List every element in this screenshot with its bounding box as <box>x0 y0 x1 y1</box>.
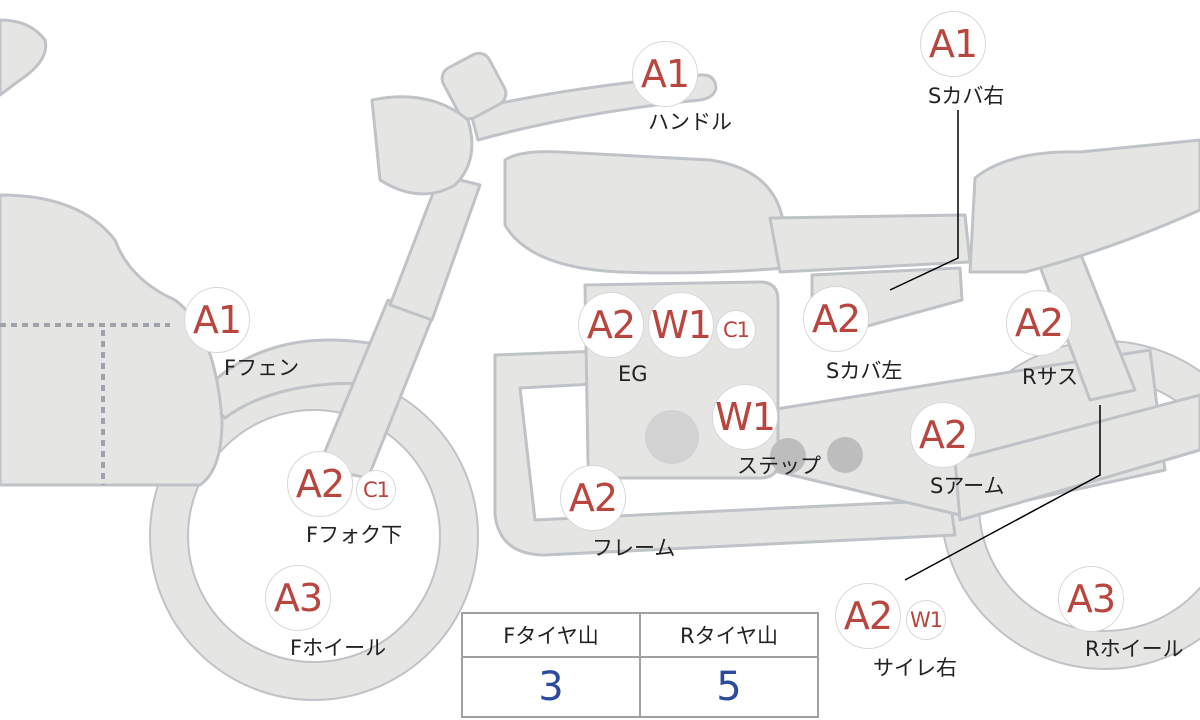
muffler-right-label: サイレ右 <box>873 656 957 680</box>
fuel-tank-shape <box>503 150 786 275</box>
rear-wheel-grade-badge: A3 <box>1058 566 1124 632</box>
front-fork-lower-c-grade-badge: C1 <box>356 470 396 510</box>
rear-suspension-grade-badge: A2 <box>1006 290 1072 356</box>
front-fork-lower-label: Fフォク下 <box>306 523 403 547</box>
rear-suspension-label: Rサス <box>1022 365 1079 389</box>
front-fender-grade-badge: A1 <box>184 287 250 353</box>
swing-arm-label: Sアーム <box>930 474 1005 498</box>
frame-grade-badge: A2 <box>560 465 626 531</box>
front-tire-tread-value: 3 <box>461 656 641 718</box>
side-cover-right-label: Sカバ右 <box>928 84 1005 108</box>
front-tire-tread-header: Fタイヤ山 <box>461 612 641 658</box>
rear-wheel-label: Rホイール <box>1085 637 1184 661</box>
tire-tread-table: Fタイヤ山 Rタイヤ山 3 5 <box>461 612 819 718</box>
side-cover-left-grade-badge: A2 <box>803 286 869 352</box>
step-right-shape <box>827 437 863 473</box>
frame-label: フレーム <box>592 536 676 560</box>
front-fender-label: Fフェン <box>224 356 300 380</box>
front-fork-lower-grade-badge: A2 <box>287 451 353 517</box>
handle-label: ハンドル <box>648 110 732 134</box>
side-cover-right-grade-badge: A1 <box>920 11 986 77</box>
front-cowl-shape <box>0 193 224 487</box>
muffler-right-leader <box>904 405 1101 581</box>
rear-seat-shape <box>968 138 1200 274</box>
muffler-right-w-grade-badge: W1 <box>906 600 946 640</box>
engine-grade-badge: A2 <box>578 292 644 358</box>
step-grade-badge: W1 <box>712 384 778 450</box>
tire-tread-value-row: 3 5 <box>461 656 819 718</box>
engine-w-grade-badge: W1 <box>648 292 714 358</box>
step-label: ステップ <box>737 454 821 478</box>
tire-tread-header-row: Fタイヤ山 Rタイヤ山 <box>461 612 819 658</box>
mirror-shape <box>0 18 48 97</box>
muffler-right-grade-badge: A2 <box>835 583 901 649</box>
seat-rail-shape <box>768 213 972 274</box>
side-cover-left-label: Sカバ左 <box>826 359 903 383</box>
handle-grade-badge: A1 <box>632 41 698 107</box>
engine-label: EG <box>618 362 648 386</box>
front-wheel-grade-badge: A3 <box>265 565 331 631</box>
muffler-shape <box>953 393 1200 522</box>
handlebar-clamp-shape <box>440 51 508 121</box>
frame-shape <box>493 343 957 557</box>
engine-c-grade-badge: C1 <box>716 310 756 350</box>
swing-arm-grade-badge: A2 <box>910 402 976 468</box>
side-cover-right-leader <box>889 110 959 291</box>
engine-cover-shape <box>645 410 699 464</box>
rear-tire-tread-header: Rタイヤ山 <box>639 612 819 658</box>
rear-tire-tread-value: 5 <box>639 656 819 718</box>
front-wheel-fill <box>151 373 477 699</box>
headlight-shape <box>370 95 474 196</box>
step-left-shape <box>770 438 806 474</box>
front-wheel-label: Fホイール <box>290 636 387 660</box>
steering-column-shape <box>388 173 482 322</box>
